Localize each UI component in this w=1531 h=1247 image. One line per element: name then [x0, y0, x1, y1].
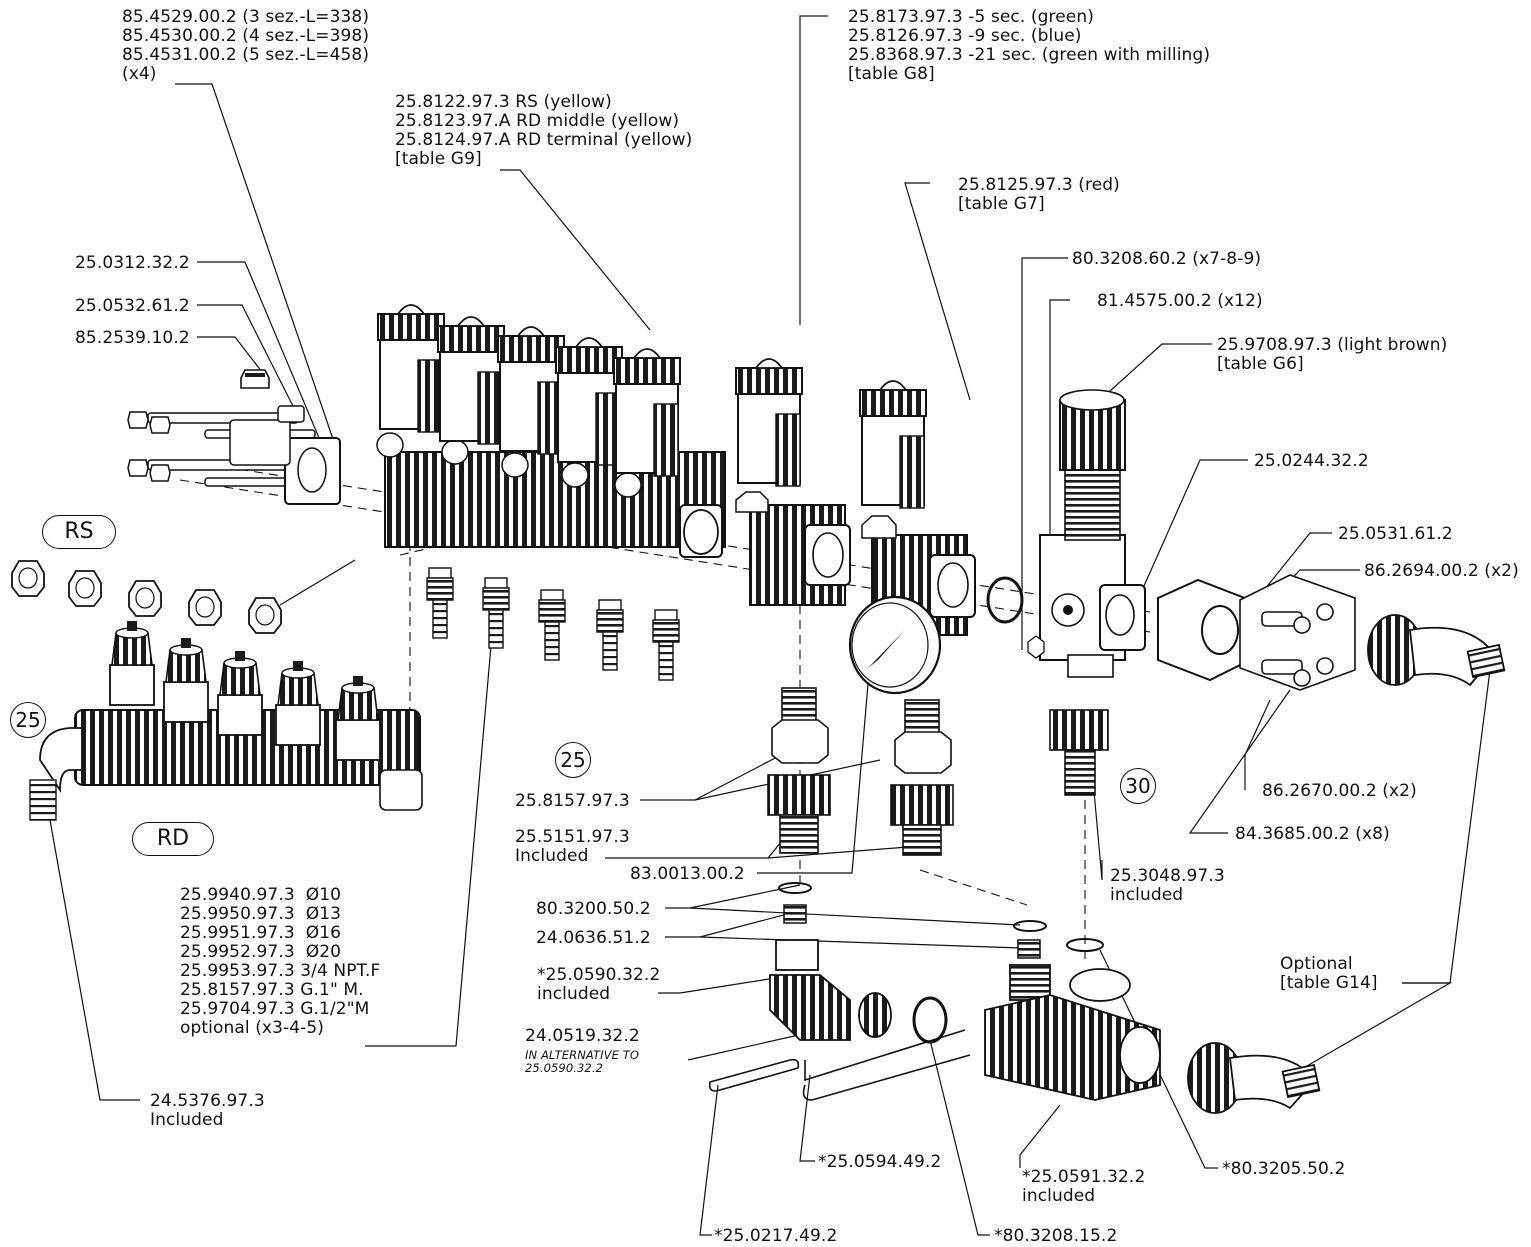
- elbow-part: [769, 939, 948, 1044]
- label-oring-2: 80.3200.50.2: [536, 899, 651, 919]
- label-pin-2: *25.0217.49.2: [714, 1226, 838, 1246]
- label-adaptor: 25.5151.97.3 Included: [515, 827, 630, 866]
- label-gauge: 83.0013.00.2: [630, 864, 745, 884]
- label-elbow-rd: 24.5376.97.3 Included: [150, 1091, 265, 1130]
- label-fitting: 25.8157.97.3: [515, 791, 630, 811]
- label-alt-elbow: 24.0519.32.2: [525, 1026, 640, 1046]
- label-nut-x2: 86.2670.00.2 (x2): [1262, 781, 1417, 801]
- hose-elbow-bottom: [1187, 1042, 1321, 1114]
- fitting-30: [1049, 709, 1109, 796]
- label-flange: 25.0244.32.2: [1254, 451, 1369, 471]
- flange-part: [1157, 578, 1251, 682]
- valve-bank: [376, 304, 726, 681]
- label-bushing: 24.0636.51.2: [536, 928, 651, 948]
- oring-part: [986, 576, 1024, 624]
- rd-manifold: [29, 620, 423, 821]
- badge-size-left: 25: [10, 702, 46, 738]
- bypass-valve: [735, 358, 851, 606]
- pins: [708, 1029, 971, 1101]
- hose-elbow-top: [1367, 614, 1506, 687]
- pressure-gauge: [848, 595, 942, 695]
- red-valve: [859, 380, 976, 636]
- fitting-left: [767, 687, 831, 854]
- plug-part: [240, 369, 270, 389]
- pressure-regulator: [1027, 389, 1146, 678]
- badge-rs: RS: [42, 515, 116, 549]
- badge-size-right: 30: [1120, 768, 1156, 804]
- label-pin-1: *25.0594.49.2: [818, 1152, 942, 1172]
- rs-caps: [11, 560, 282, 634]
- badge-size-mid: 25: [555, 742, 591, 778]
- leader-lines: [49, 15, 1491, 1236]
- label-hose-tails: 25.9940.97.3 Ø10 25.9950.97.3 Ø13 25.995…: [180, 885, 381, 1038]
- label-washer-x8: 84.3685.00.2 (x8): [1235, 824, 1390, 844]
- tie-rods: [127, 405, 341, 505]
- fitting-right: [890, 699, 954, 856]
- label-tee: *25.0591.32.2 included: [1022, 1167, 1146, 1206]
- bushings: [783, 904, 1041, 959]
- bracket-part: [1239, 574, 1356, 691]
- label-oring-1: 80.3208.60.2 (x7-8-9): [1072, 249, 1262, 269]
- small-rings: [778, 882, 1104, 952]
- label-oring-4: *80.3208.15.2: [994, 1226, 1118, 1246]
- label-oring-3: *80.3205.50.2: [1222, 1159, 1346, 1179]
- tee-part: [984, 964, 1161, 1101]
- label-tie-rods: 85.4529.00.2 (3 sez.-L=338) 85.4530.00.2…: [122, 7, 370, 84]
- label-valves-section: 25.8122.97.3 RS (yellow) 25.8123.97.A RD…: [395, 92, 693, 169]
- label-hose-30: 25.3048.97.3 included: [1110, 866, 1225, 905]
- label-screw-x12: 81.4575.00.2 (x12): [1097, 291, 1263, 311]
- label-optional-elbow: Optional [table G14]: [1280, 954, 1378, 993]
- label-elbow: *25.0590.32.2 included: [537, 965, 661, 1004]
- label-alt-note: IN ALTERNATIVE TO 25.0590.32.2: [525, 1048, 640, 1075]
- label-bypass-valves: 25.8173.97.3 -5 sec. (green) 25.8126.97.…: [848, 7, 1211, 84]
- label-bracket: 25.0531.61.2: [1338, 524, 1453, 544]
- label-plug: 85.2539.10.2: [75, 328, 190, 348]
- label-end-cap-1: 25.0312.32.2: [75, 253, 190, 273]
- label-red-valve: 25.8125.97.3 (red) [table G7]: [958, 175, 1120, 214]
- label-bolt-x2: 86.2694.00.2 (x2): [1364, 561, 1519, 581]
- badge-rd: RD: [132, 822, 214, 856]
- label-pressure-regulator: 25.9708.97.3 (light brown) [table G6]: [1217, 335, 1448, 374]
- label-end-cap-2: 25.0532.61.2: [75, 296, 190, 316]
